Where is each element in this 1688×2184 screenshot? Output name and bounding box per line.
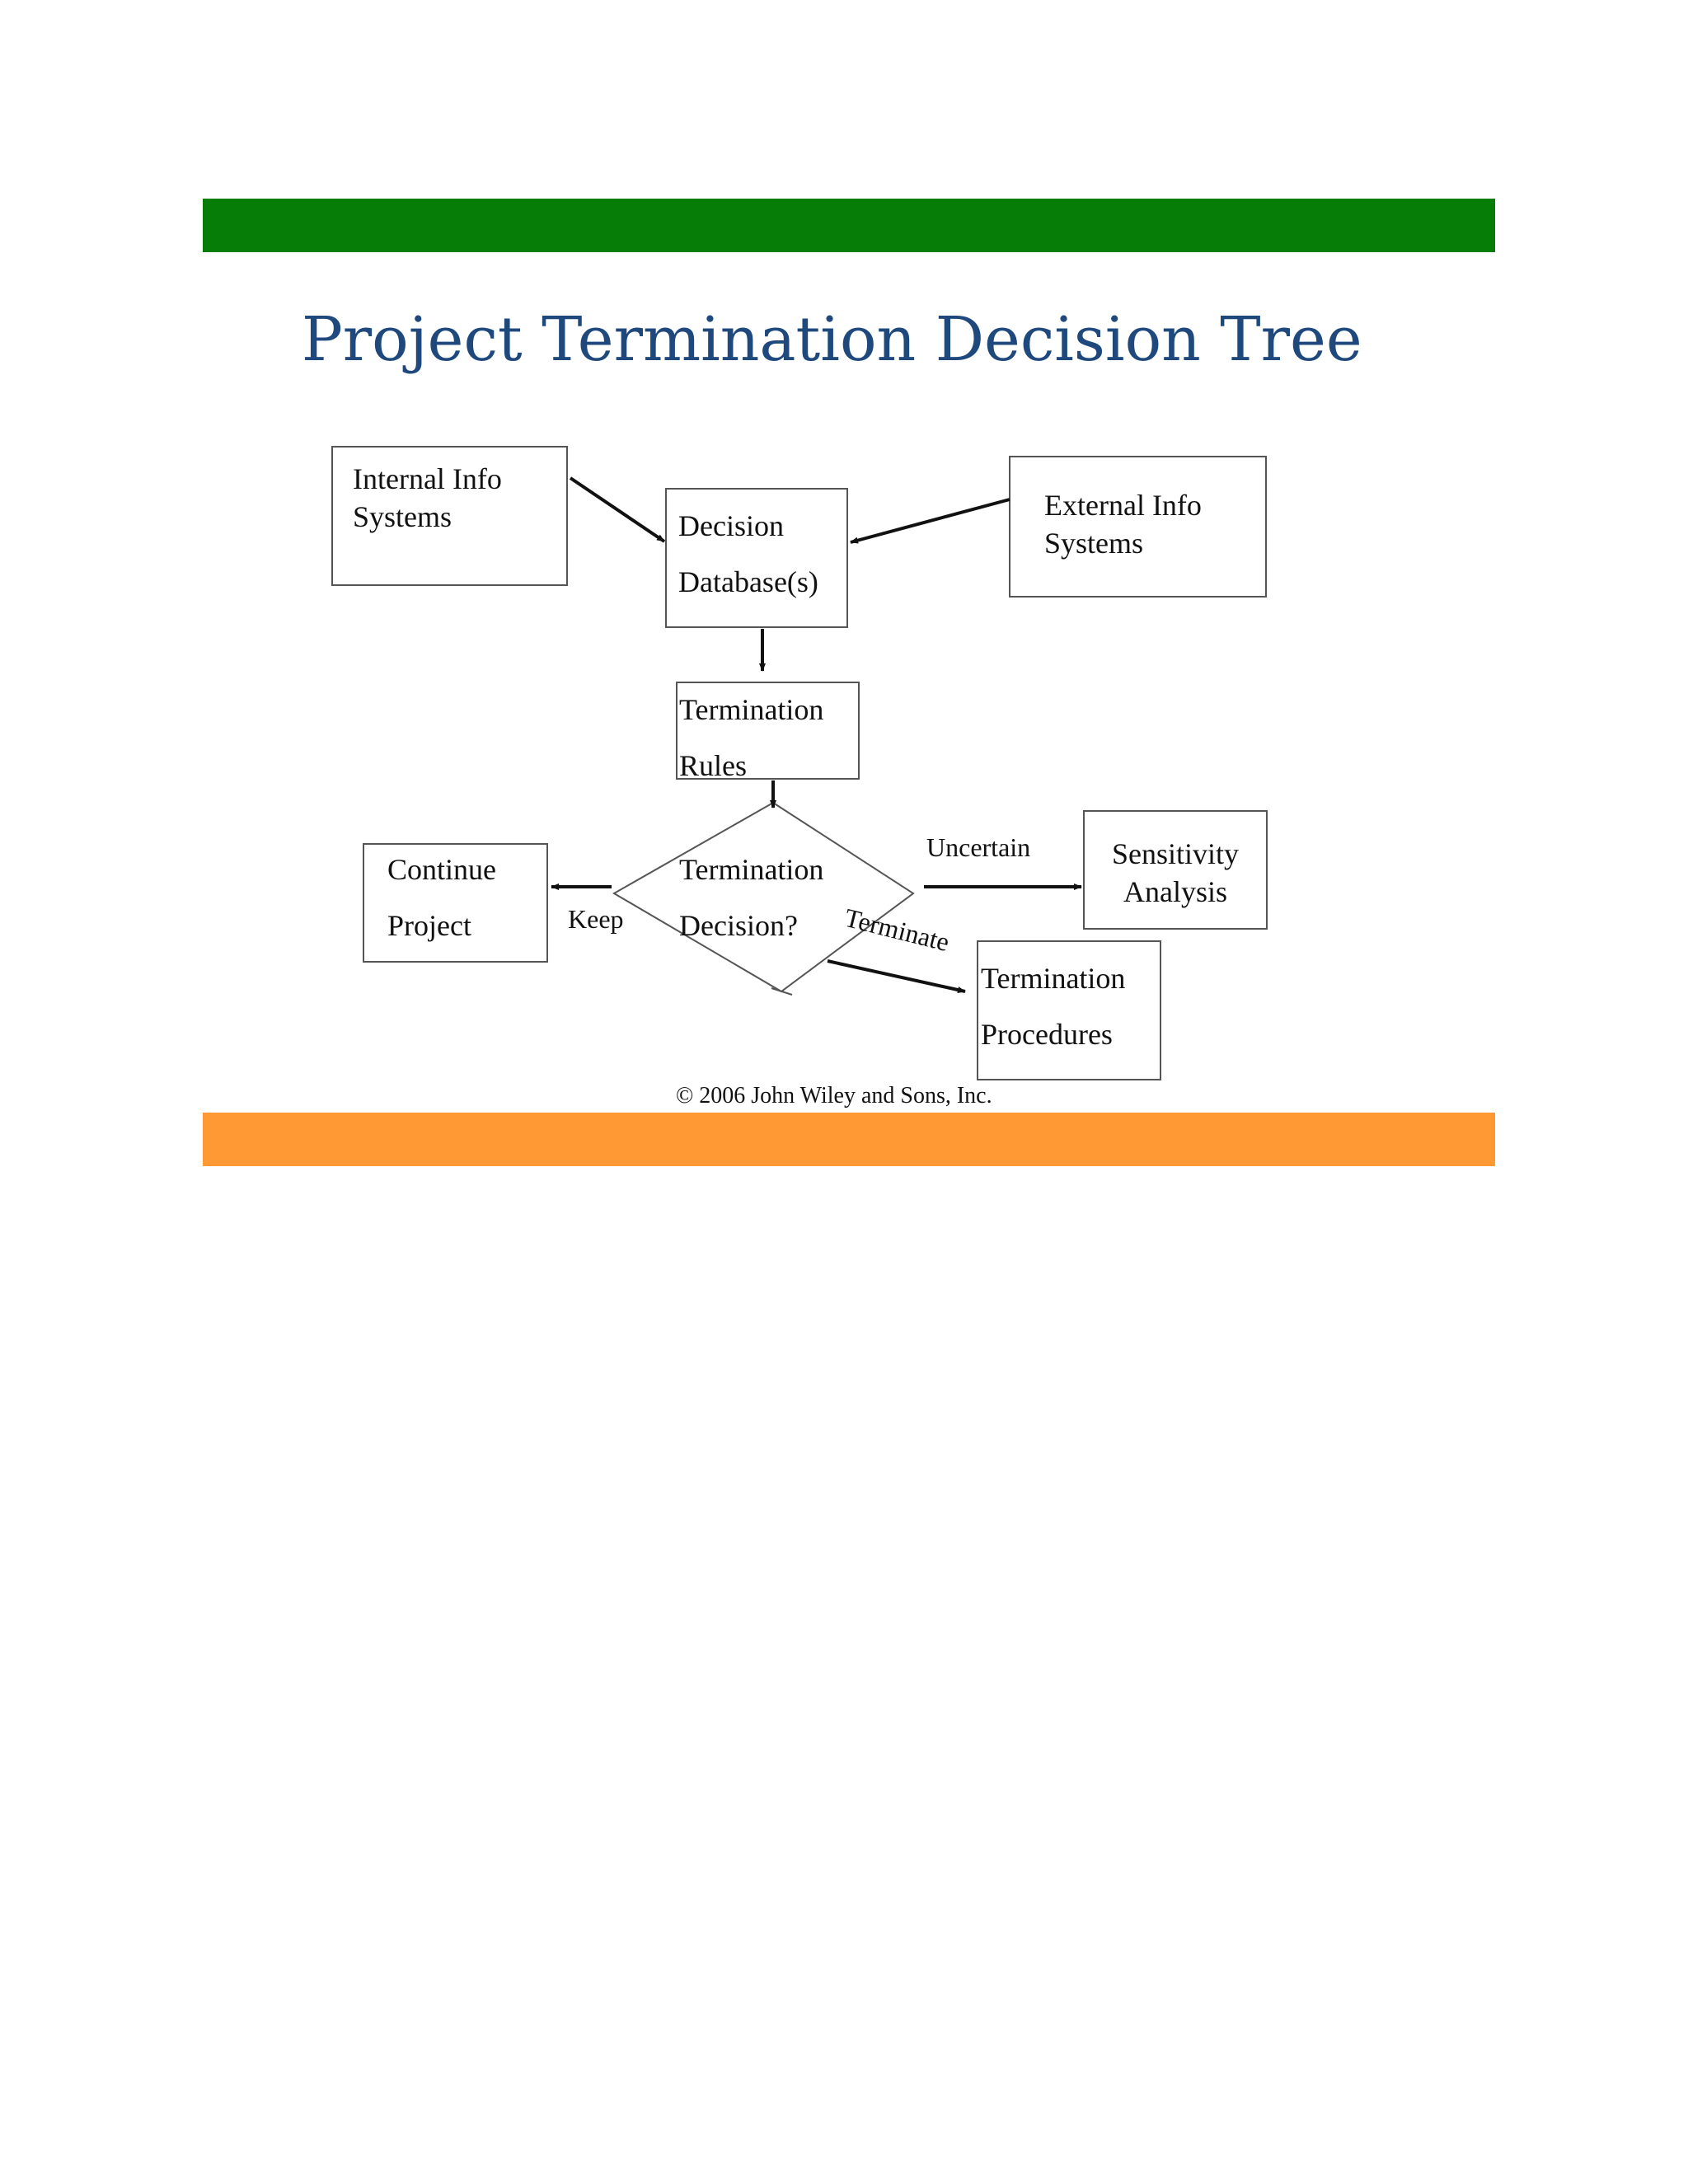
internal-info-label-line1: Internal Info: [353, 462, 502, 495]
top-green-bar: [203, 199, 1495, 252]
termination-rules-label-line1: Termination: [679, 693, 823, 726]
internal-info-label-line2: Systems: [353, 500, 452, 533]
external-info-label-line1: External Info: [1044, 489, 1202, 522]
decision-label-line2: Decision?: [679, 909, 798, 942]
termination-rules-box: [676, 682, 860, 780]
termination-decision-diamond: [612, 801, 915, 993]
internal-info-systems-box: [331, 446, 568, 586]
arrow-external-to-database: [850, 498, 1010, 544]
sensitivity-analysis-box: [1083, 810, 1268, 930]
termination-procedures-label-line2: Procedures: [981, 1018, 1113, 1051]
decision-database-label-line1: Decision: [678, 509, 784, 542]
sensitivity-analysis-label-line2: Analysis: [1123, 875, 1227, 908]
decision-database-box: [665, 488, 848, 628]
termination-procedures-label-line1: Termination: [981, 962, 1125, 995]
arrow-internal-to-database: [569, 476, 666, 543]
external-info-systems-box: [1009, 456, 1267, 598]
copyright-notice: © 2006 John Wiley and Sons, Inc.: [676, 1083, 992, 1108]
arrow-decision-to-procedures: [827, 959, 966, 993]
edge-label-terminate: Terminate: [842, 902, 952, 957]
bottom-orange-bar: [203, 1113, 1495, 1166]
slide: Project Termination Decision Tree Intern…: [203, 199, 1495, 1166]
decision-label-line1: Termination: [679, 853, 823, 886]
slide-title: Project Termination Decision Tree: [302, 304, 1362, 375]
sensitivity-analysis-label-line1: Sensitivity: [1112, 837, 1239, 870]
termination-rules-label-line2: Rules: [679, 749, 747, 782]
edge-label-keep: Keep: [568, 904, 624, 934]
continue-project-box: [363, 843, 548, 963]
decision-tree-diagram: Internal Info Systems Decision Database(…: [331, 446, 1268, 1108]
diamond-bottom-tick: [771, 987, 793, 996]
continue-project-label-line2: Project: [387, 909, 471, 942]
termination-procedures-box: [977, 940, 1161, 1080]
external-info-label-line2: Systems: [1044, 527, 1143, 560]
continue-project-label-line1: Continue: [387, 853, 496, 886]
decision-database-label-line2: Database(s): [678, 565, 818, 598]
edge-label-uncertain: Uncertain: [926, 832, 1030, 862]
